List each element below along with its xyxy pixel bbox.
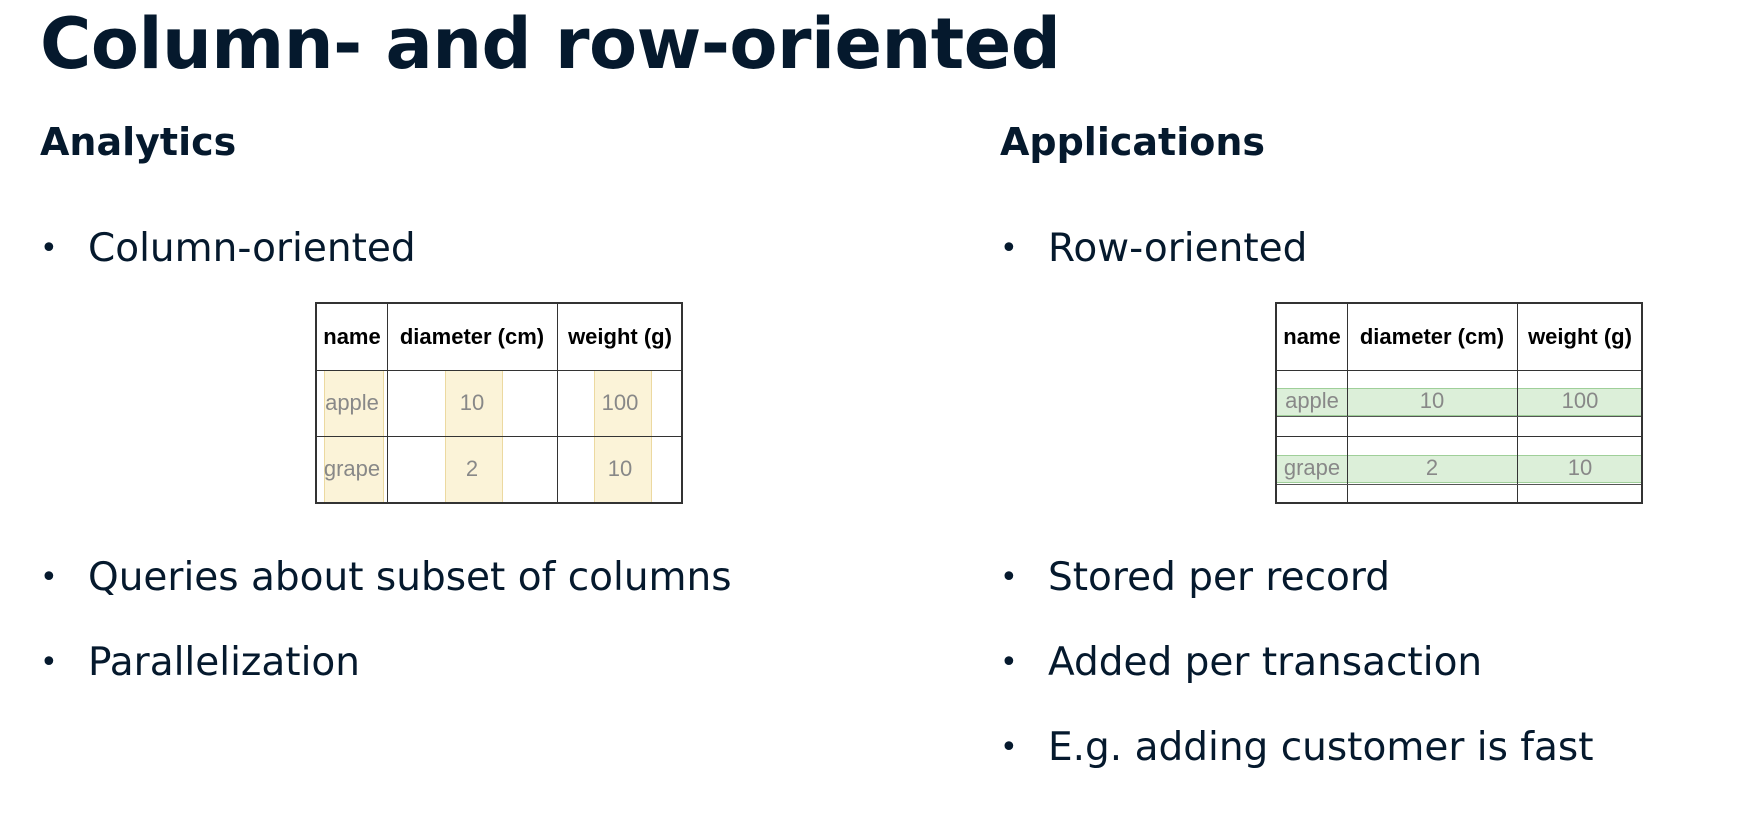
applications-heading: Applications	[1000, 120, 1265, 164]
row-highlight-grape	[1277, 455, 1641, 483]
table-divider	[1277, 416, 1641, 417]
bullet-adding-customer-fast: • E.g. adding customer is fast	[1000, 723, 1594, 771]
table-divider	[1277, 436, 1641, 437]
bullet-row-oriented: • Row-oriented	[1000, 224, 1307, 272]
row-highlight-apple	[1277, 388, 1641, 416]
bullet-dot-icon: •	[40, 644, 58, 680]
header-weight: weight (g)	[1528, 324, 1632, 349]
bullet-parallelization: • Parallelization	[40, 638, 360, 686]
table-divider	[317, 370, 681, 371]
bullet-dot-icon: •	[1000, 559, 1018, 595]
table-cell: 2	[465, 456, 479, 481]
bullet-column-oriented: • Column-oriented	[40, 224, 416, 272]
header-name: name	[1283, 324, 1341, 349]
table-divider	[317, 436, 681, 437]
bullet-dot-icon: •	[1000, 729, 1018, 765]
column-oriented-table: name diameter (cm) weight (g) apple 10 1…	[315, 302, 683, 504]
table-divider	[1277, 484, 1641, 485]
bullet-text: Parallelization	[88, 639, 361, 685]
bullet-dot-icon: •	[40, 559, 58, 595]
analytics-column: Analytics • Column-oriented name diamete…	[40, 0, 960, 824]
table-cell: 10	[1567, 455, 1593, 480]
bullet-text: Added per transaction	[1048, 639, 1483, 685]
header-name: name	[323, 324, 381, 349]
table-divider	[387, 304, 388, 502]
table-divider	[1277, 370, 1641, 371]
table-cell: 10	[459, 390, 485, 415]
table-cell: 10	[1419, 388, 1445, 413]
bullet-dot-icon: •	[40, 230, 58, 266]
bullet-text: Stored per record	[1048, 554, 1390, 600]
header-weight: weight (g)	[568, 324, 672, 349]
table-cell: grape	[1283, 455, 1341, 480]
table-cell: 100	[601, 390, 639, 415]
table-cell: 100	[1561, 388, 1599, 413]
applications-column: Applications • Row-oriented name diamete…	[1000, 0, 1720, 824]
table-cell: 2	[1425, 455, 1439, 480]
bullet-added-per-transaction: • Added per transaction	[1000, 638, 1482, 686]
bullet-queries: • Queries about subset of columns	[40, 553, 732, 601]
bullet-text: Column-oriented	[88, 225, 416, 271]
table-cell: grape	[323, 456, 381, 481]
bullet-dot-icon: •	[1000, 230, 1018, 266]
table-divider	[1347, 304, 1348, 502]
row-oriented-table: name diameter (cm) weight (g) apple 10 1…	[1275, 302, 1643, 504]
bullet-dot-icon: •	[1000, 644, 1018, 680]
bullet-text: Queries about subset of columns	[88, 554, 732, 600]
header-diameter: diameter (cm)	[399, 324, 545, 349]
slide-title: Column- and row-oriented	[40, 3, 1061, 85]
bullet-stored-per-record: • Stored per record	[1000, 553, 1390, 601]
analytics-heading: Analytics	[40, 120, 237, 164]
table-divider	[557, 304, 558, 502]
table-divider	[1517, 304, 1518, 502]
bullet-text: E.g. adding customer is fast	[1048, 724, 1594, 770]
header-diameter: diameter (cm)	[1359, 324, 1505, 349]
table-cell: apple	[1285, 388, 1339, 413]
table-cell: apple	[325, 390, 379, 415]
bullet-text: Row-oriented	[1048, 225, 1308, 271]
table-cell: 10	[607, 456, 633, 481]
